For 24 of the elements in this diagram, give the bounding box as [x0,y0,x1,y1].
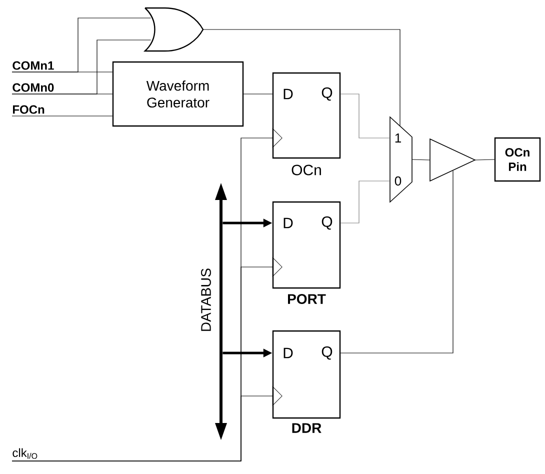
signal-label: COMn1 [12,61,54,70]
node-label: PORT [288,294,326,304]
wire [340,170,454,354]
bus-label: DATABUS [201,268,211,331]
or-gate-symbol [144,7,204,52]
wire [12,40,152,94]
node-label: OCn [292,164,321,176]
wire [340,180,390,224]
wire [12,18,152,72]
arrow [12,386,282,462]
bus-arrow [215,183,227,440]
pin-box: OCn Pin [494,137,541,182]
flip-flop-box: D Q OCn [272,72,341,176]
wire [474,159,495,160]
flip-flop-box: D Q DDR [272,330,341,433]
signal-label: FOCn [13,105,44,114]
signal-label: clk$_{I/O}$ [12,448,38,459]
node-label: DDR [292,423,322,433]
flip-flop-box: D Q PORT [272,201,341,304]
wire [202,29,400,126]
signal-label: COMn0 [12,83,54,92]
wire [340,94,390,138]
wire [412,159,430,160]
process-box: Waveform Generator [112,61,244,127]
